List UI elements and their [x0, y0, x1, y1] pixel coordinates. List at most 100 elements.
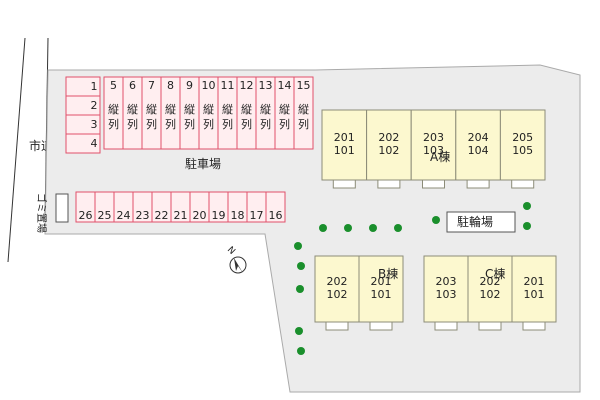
unit-lower: 103 [423, 144, 444, 157]
unit-lower: 102 [480, 288, 501, 301]
parking-space-number: 5 [110, 79, 117, 92]
parking-space-number: 15 [297, 79, 311, 92]
unit-lower: 102 [327, 288, 348, 301]
parking-space-number: 24 [117, 209, 131, 222]
parking-space-number: 22 [155, 209, 169, 222]
unit-lower: 101 [371, 288, 392, 301]
unit-205 [499, 109, 546, 181]
unit-202 [314, 255, 360, 323]
parking-space-number: 2 [91, 99, 98, 112]
parking-space-number: 12 [240, 79, 254, 92]
entrance [466, 179, 490, 189]
parking-space-15 [293, 76, 314, 150]
unit-upper: 202 [378, 131, 399, 144]
parking-space-number: 3 [91, 118, 98, 131]
parking-bottom-group: 26 25 24 23 22 21 20 19 18 17 16 [75, 191, 286, 223]
tandem-label: 縦 [279, 103, 290, 116]
north-arrow-icon: N [225, 245, 247, 274]
north-label: N [225, 245, 237, 257]
parking-space-number: 19 [212, 209, 226, 222]
parking-space-4 [65, 133, 101, 154]
bicycle-label: 駐輪場 [457, 214, 493, 229]
tandem-label: 縦 [298, 103, 309, 116]
parking-space-number: 26 [79, 209, 93, 222]
unit-upper: 202 [327, 275, 348, 288]
parking-space-number: 17 [250, 209, 264, 222]
tandem-label: 列 [279, 117, 290, 131]
tree-icon [319, 224, 327, 232]
entrance [325, 321, 349, 331]
tandem-label: 列 [127, 117, 138, 131]
tandem-label: 縦 [241, 103, 252, 116]
tandem-label: 縦 [127, 103, 138, 116]
parking-space-number: 23 [136, 209, 150, 222]
tandem-label: 縦 [203, 103, 214, 116]
tandem-label: 列 [108, 117, 119, 131]
trash-label: ゴミ置場 [35, 193, 48, 233]
building-a-label: A棟 [430, 149, 450, 164]
tandem-label: 列 [298, 117, 309, 131]
tandem-label: 縦 [165, 103, 176, 116]
parking-space-number: 11 [221, 79, 235, 92]
parking-space-number: 21 [174, 209, 188, 222]
parking-space-16 [265, 191, 286, 223]
building-b-label: B棟 [378, 266, 398, 281]
tree-icon [369, 224, 377, 232]
parking-space-number: 14 [278, 79, 292, 92]
tree-icon [523, 202, 531, 210]
entrance [332, 179, 356, 189]
tandem-label: 列 [260, 117, 271, 131]
building-c-label: C棟 [485, 266, 505, 281]
parking-space-number: 6 [129, 79, 136, 92]
parking-space-number: 8 [167, 79, 174, 92]
parking-space-number: 1 [91, 80, 98, 93]
unit-upper: 205 [512, 131, 533, 144]
unit-lower: 102 [378, 144, 399, 157]
parking-space-number: 20 [193, 209, 207, 222]
entrance [478, 321, 502, 331]
unit-lower: 104 [468, 144, 489, 157]
tandem-label: 列 [184, 117, 195, 131]
unit-lower: 101 [524, 288, 545, 301]
tandem-label: 縦 [146, 103, 157, 116]
bicycle-parking [446, 211, 516, 233]
tree-icon [297, 347, 305, 355]
tree-icon [394, 224, 402, 232]
unit-203 [423, 255, 469, 323]
unit-lower: 105 [512, 144, 533, 157]
unit-upper: 202 [480, 275, 501, 288]
entrance [422, 179, 445, 189]
parking-space-number: 13 [259, 79, 273, 92]
entrance [522, 321, 546, 331]
entrance [369, 321, 393, 331]
parking-space-number: 7 [148, 79, 155, 92]
tandem-label: 縦 [260, 103, 271, 116]
tree-icon [344, 224, 352, 232]
tandem-label: 縦 [222, 103, 233, 116]
tandem-label: 列 [241, 117, 252, 131]
parking-space-number: 16 [269, 209, 283, 222]
parking-space-number: 9 [186, 79, 193, 92]
unit-upper: 203 [436, 275, 457, 288]
parking-label: 駐車場 [185, 156, 221, 171]
parking-space-number: 10 [202, 79, 216, 92]
tree-icon [432, 216, 440, 224]
road-edge-left [7, 37, 26, 263]
unit-upper: 201 [334, 131, 355, 144]
unit-upper: 204 [468, 131, 489, 144]
unit-upper: 201 [524, 275, 545, 288]
trash-area [55, 193, 69, 223]
tandem-label: 列 [165, 117, 176, 131]
tandem-label: 縦 [108, 103, 119, 116]
parking-space-number: 18 [231, 209, 245, 222]
tree-icon [294, 242, 302, 250]
tree-icon [297, 262, 305, 270]
parking-space-number: 25 [98, 209, 112, 222]
